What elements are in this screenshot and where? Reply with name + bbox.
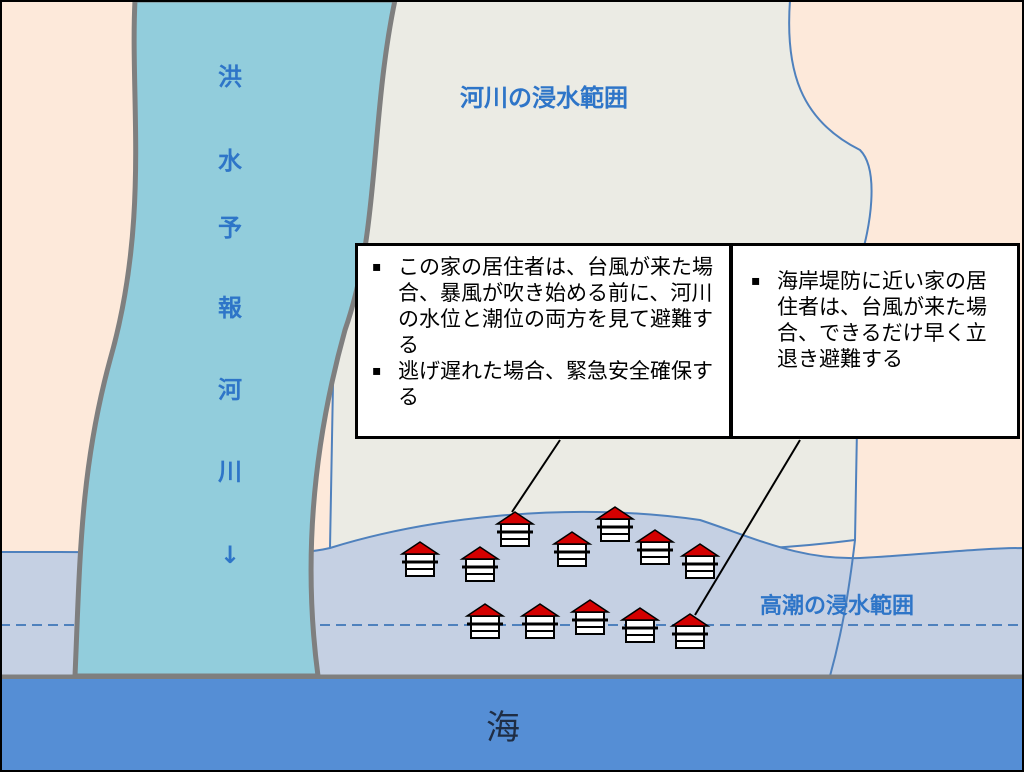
flow-direction-arrow: ↓ [219,541,241,569]
callout-item: 海岸堤防に近い家の居住者は、台風が来た場合、できるだけ早く立退き避難する [751,268,1005,372]
tide-flood-area-label: 高潮の浸水範囲 [760,594,915,619]
river-name-char: 予 [218,214,242,242]
callout-box-coastal-residents: 海岸堤防に近い家の居住者は、台風が来た場合、できるだけ早く立退き避難する [730,243,1020,439]
house-icon [519,603,561,639]
house-icon [669,613,711,649]
house-icon [551,531,593,567]
river-flood-area-label: 河川の浸水範囲 [460,84,628,112]
house-icon [679,543,721,579]
house-icon [399,541,441,577]
callout-line-left [511,439,561,513]
callout-list: 海岸堤防に近い家の居住者は、台風が来た場合、できるだけ早く立退き避難する [733,246,1017,372]
river-name-char: 報 [218,294,242,322]
callout-list: この家の居住者は、台風が来た場合、暴風が吹き始める前に、河川の水位と潮位の両方を… [358,246,729,410]
house-icon [569,599,611,635]
house-icon [619,607,661,643]
house-icon [464,603,506,639]
sea [0,679,1024,772]
house-icon [459,546,501,582]
river-name-char: 洪 [218,63,242,91]
houses-group [399,506,721,649]
house-icon [594,506,636,542]
zone-boundary-line [829,539,856,677]
river-name-char: 川 [218,458,242,486]
callout-item: 逃げ遅れた場合、緊急安全確保する [372,358,717,410]
callout-box-inland-residents: この家の居住者は、台風が来た場合、暴風が吹き始める前に、河川の水位と潮位の両方を… [355,243,732,439]
callout-item: この家の居住者は、台風が来た場合、暴風が吹き始める前に、河川の水位と潮位の両方を… [372,254,717,358]
callout-line-right [694,439,801,616]
house-icon [494,511,536,547]
river-name-char: 水 [218,147,242,175]
sea-label: 海 [486,708,520,748]
river-name-char: 河 [218,376,242,404]
house-icon [634,529,676,565]
